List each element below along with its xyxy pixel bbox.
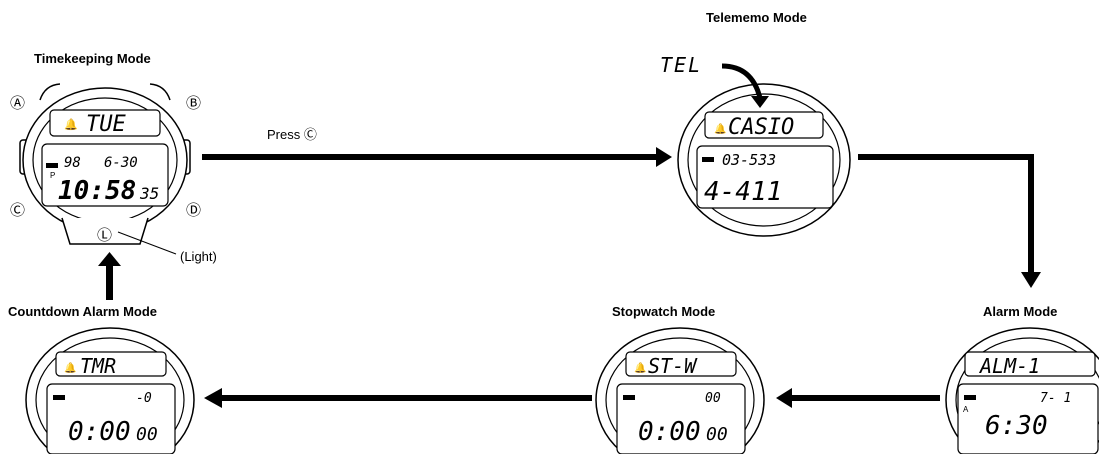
button-d-label: Ⓓ (186, 201, 201, 219)
alarm-date: 7- 1 (1040, 391, 1071, 406)
tel-label: TEL (660, 53, 702, 77)
title-timekeeping: Timekeeping Mode (34, 51, 151, 66)
alarm-top-text: ALM-1 (978, 354, 1040, 378)
watch-timekeeping (19, 83, 191, 255)
countdown-small: 00 (136, 424, 158, 445)
stopwatch-time: 0:00 (638, 417, 701, 447)
button-l-label: Ⓛ (97, 226, 112, 244)
light-label: (Light) (180, 249, 217, 264)
tk-seconds: 35 (139, 184, 159, 203)
countdown-time: 0:00 (68, 417, 131, 447)
svg-text:🔔: 🔔 (634, 362, 646, 374)
arrow-left-head-1 (776, 388, 792, 408)
title-alarm: Alarm Mode (983, 304, 1058, 319)
button-b-label: Ⓑ (186, 94, 201, 112)
watch-telememo (677, 83, 851, 237)
alarm-indicator: A (963, 405, 969, 414)
title-stopwatch: Stopwatch Mode (612, 304, 716, 319)
alarm-time: 6:30 (985, 411, 1048, 441)
tk-year: 98 (64, 155, 81, 171)
watch-alarm (945, 327, 1099, 454)
stopwatch-split: 00 (705, 391, 721, 406)
button-a-label: Ⓐ (10, 94, 25, 112)
watch-countdown (25, 327, 195, 454)
countdown-top-text: TMR (80, 354, 116, 378)
bell-icon: 🔔 (64, 118, 78, 131)
title-telememo: Telememo Mode (706, 10, 807, 25)
stopwatch-hundredths: 00 (706, 424, 728, 445)
tel-curve-arrow (721, 63, 763, 99)
arrow-right-head (656, 147, 672, 167)
tk-time: 10:58 (58, 176, 136, 206)
tel-number: 03-533 (722, 151, 776, 169)
tk-pm-indicator: P (50, 171, 55, 180)
countdown-mid: -0 (136, 391, 152, 406)
stopwatch-top-text: ST-W (648, 354, 698, 378)
watch-stopwatch (595, 327, 765, 454)
svg-text:🔔: 🔔 (714, 123, 726, 135)
tel-main: 4-411 (704, 177, 782, 207)
tk-top-text: TUE (86, 112, 126, 137)
tel-top-text: CASIO (728, 115, 794, 140)
button-c-label: Ⓒ (10, 201, 25, 219)
arrow-left-head-2 (204, 388, 222, 408)
svg-text:🔔: 🔔 (64, 362, 76, 374)
press-c-label: Press Ⓒ (267, 127, 317, 142)
tk-date: 6-30 (104, 155, 138, 171)
arrow-up-head (98, 252, 121, 266)
title-countdown: Countdown Alarm Mode (8, 304, 158, 319)
arrow-down-head (1021, 272, 1041, 288)
